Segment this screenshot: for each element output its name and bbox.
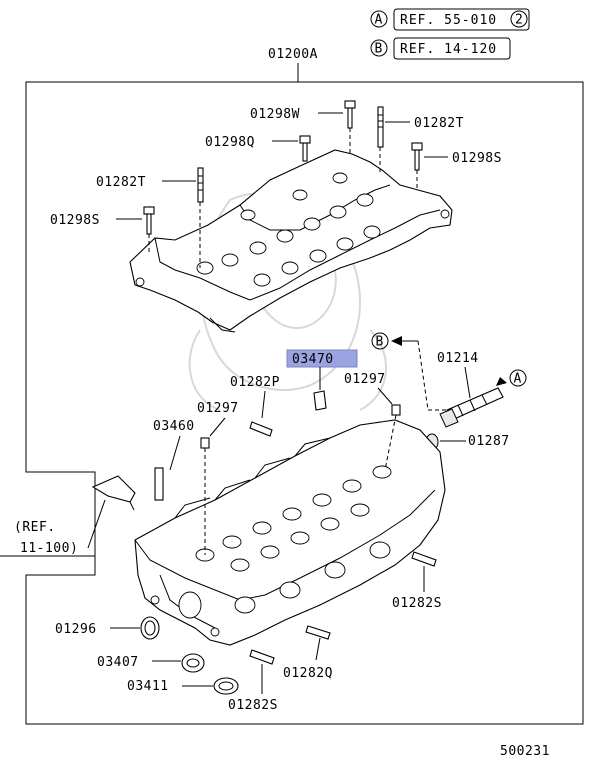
diagram-code: 500231 (500, 744, 550, 759)
stud-01282P (249, 421, 273, 437)
label-01298Q: 01298Q (205, 135, 255, 150)
ref-b-letter: B (375, 42, 384, 57)
label-03470: 03470 (292, 352, 334, 367)
stud-01282S-right (411, 551, 437, 567)
label-01282T-left: 01282T (96, 175, 146, 190)
ref-b-box (393, 37, 511, 60)
marker-a: A (496, 369, 527, 387)
part-01214 (439, 387, 504, 428)
bolt-01298W (344, 100, 356, 129)
label-01282S-bottom: 01282S (228, 698, 278, 713)
circle-b-marker-icon (371, 332, 389, 350)
stud-01282Q (305, 625, 331, 640)
dowel-01297-mid (391, 404, 401, 416)
label-03411: 03411 (127, 679, 169, 694)
assembly-label: 01200A (268, 47, 318, 62)
part-03460 (154, 467, 164, 501)
arrow-right-icon (496, 377, 507, 386)
seal-03411 (213, 677, 239, 695)
ref-a-suffix: 2 (515, 13, 524, 28)
label-01298W: 01298W (250, 107, 300, 122)
circle-b-icon (370, 39, 388, 57)
marker-b: B (371, 332, 429, 411)
highlight-box (286, 349, 358, 368)
ref-a-text: REF. 55-010 (400, 13, 497, 28)
circle-suffix-icon (510, 10, 528, 28)
label-01296: 01296 (55, 622, 97, 637)
label-03460: 03460 (153, 419, 195, 434)
external-ref-line1: (REF. (14, 520, 56, 535)
label-01282Q: 01282Q (283, 666, 333, 681)
label-01214: 01214 (437, 351, 479, 366)
ref-a-letter: A (375, 13, 384, 28)
sealant-tube (91, 475, 136, 511)
plug-01296 (140, 616, 160, 640)
stud-01282T-top (377, 106, 384, 148)
label-01298S-right: 01298S (452, 151, 502, 166)
marker-b-letter: B (376, 335, 385, 350)
camshaft-carrier (129, 149, 453, 333)
dowel-01297-left (200, 437, 210, 449)
label-01297-left: 01297 (197, 401, 239, 416)
label-01297-mid: 01297 (344, 372, 386, 387)
label-01282T-top: 01282T (414, 116, 464, 131)
label-01298S-left: 01298S (50, 213, 100, 228)
label-01282S-right: 01282S (392, 596, 442, 611)
part-03470 (313, 390, 327, 411)
bolt-01298Q (299, 135, 311, 162)
label-01287: 01287 (468, 434, 510, 449)
label-01282P: 01282P (230, 375, 280, 390)
marker-a-letter: A (514, 372, 523, 387)
external-ref-line2: 11-100) (20, 541, 78, 556)
label-03407: 03407 (97, 655, 139, 670)
arrow-left-icon (391, 336, 402, 346)
ref-b-text: REF. 14-120 (400, 42, 497, 57)
seal-03407 (181, 653, 205, 673)
stud-01282S-bottom (249, 649, 275, 665)
reference-b: B REF. 14-120 (370, 37, 511, 60)
circle-a-icon (370, 10, 388, 28)
diagram-frame (25, 81, 584, 725)
cylinder-head (134, 419, 446, 646)
ref-a-box (393, 8, 530, 31)
stud-01282T-left (197, 167, 204, 203)
bolt-01298S-right (411, 142, 423, 171)
bolt-01298S-left (143, 206, 155, 235)
reference-a: A REF. 55-010 2 (370, 8, 530, 31)
circle-a-marker-icon (509, 369, 527, 387)
